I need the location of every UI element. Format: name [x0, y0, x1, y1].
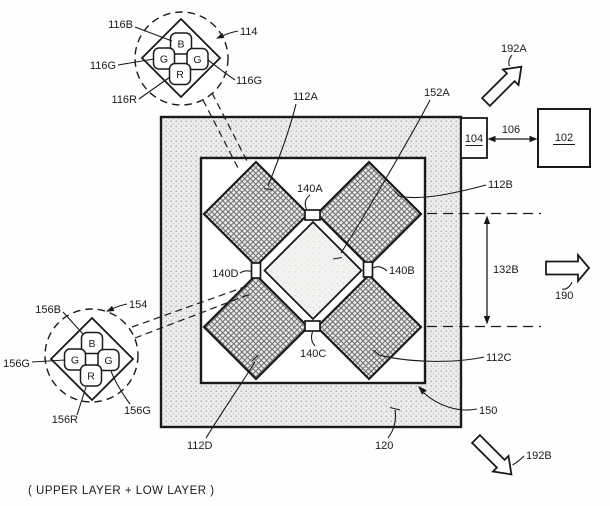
dimension-132b: 132B [427, 212, 541, 328]
label-192b: 192B [526, 450, 552, 462]
arrowhead-154-icon [106, 305, 115, 312]
callout-lower-link-line-1 [131, 284, 251, 328]
leader-190 [561, 281, 573, 290]
arrowhead-150-icon [418, 386, 427, 395]
leader-140b [373, 266, 388, 272]
connector-140a [304, 209, 321, 221]
letter-g-right-upper: G [193, 54, 201, 66]
callout-lower-154: B G G R 156B 156G 156G 156R 154 [3, 284, 254, 426]
label-112b: 112B [488, 179, 513, 191]
label-140c: 140C [300, 348, 326, 360]
subpixel-116g-right [186, 47, 209, 71]
subpixel-156b [80, 331, 104, 355]
callout-upper-diamond [140, 17, 222, 99]
leader-112c [373, 349, 485, 362]
figure-caption: ( UPPER LAYER + LOW LAYER ) [28, 485, 215, 497]
leader-152a [332, 99, 431, 260]
label-114: 114 [240, 26, 258, 38]
leader-156b [62, 311, 84, 335]
leader-112d [205, 354, 259, 439]
label-156b: 156B [35, 304, 61, 316]
label-156g-right: 156G [124, 405, 151, 417]
callout-upper-114: B G G R 116B 116G 116G 116R 114 [90, 11, 262, 169]
panel-labels: 112A 152A 112B 112C 112D 120 150 140A 14… [187, 87, 513, 452]
box-104 [460, 117, 488, 159]
label-106: 106 [502, 124, 520, 136]
block-arrow-ne-icon [480, 65, 523, 108]
letter-r-upper: R [176, 69, 184, 81]
leader-116g-right [207, 59, 236, 81]
leader-156g-left [31, 359, 66, 363]
callout-upper-link-line-1 [202, 99, 239, 169]
label-154: 154 [129, 299, 147, 311]
diamond-112d [202, 273, 310, 381]
connector-140c [304, 320, 321, 332]
label-156r: 156R [52, 414, 78, 426]
letter-b-upper: B [177, 38, 184, 50]
label-116g-right: 116G [236, 75, 262, 87]
callout-upper-link-line-2 [211, 92, 248, 162]
arrowhead-right-icon [529, 135, 538, 143]
letter-g-left-lower: G [71, 354, 79, 366]
subpixel-116r [168, 62, 192, 86]
connector-140d [250, 262, 262, 279]
diamond-112c [315, 273, 423, 381]
label-102: 102 [555, 132, 573, 144]
leader-156r [76, 386, 87, 416]
label-112a: 112A [293, 91, 319, 103]
letter-b-lower: B [88, 338, 95, 350]
label-152a: 152A [424, 87, 450, 99]
leader-112b [393, 184, 487, 199]
leader-140c [310, 331, 316, 347]
leader-112a [263, 103, 297, 191]
label-112c: 112C [486, 352, 512, 364]
leader-192a [508, 54, 513, 67]
label-140b: 140B [389, 265, 415, 277]
label-156g-left: 156G [3, 358, 30, 370]
block-arrow-se-icon [470, 433, 513, 476]
arrowhead-up-icon [483, 215, 491, 224]
label-116r: 116R [112, 94, 138, 106]
letter-g-right-lower: G [104, 355, 112, 367]
connector-140b [362, 261, 374, 278]
label-104: 104 [465, 133, 483, 145]
leader-116r [138, 76, 171, 100]
label-120: 120 [375, 440, 393, 452]
leader-192b [512, 455, 525, 466]
center-diamond-152a [263, 220, 363, 321]
block-arrow-east-icon [545, 252, 591, 284]
label-192a: 192A [501, 43, 527, 55]
leader-120 [387, 406, 401, 439]
subpixel-116b [169, 32, 193, 55]
system-block: 104 102 106 [465, 108, 591, 168]
label-132b: 132B [493, 264, 519, 276]
letter-r-lower: R [87, 370, 95, 382]
leader-140a [304, 194, 311, 210]
subpixel-116g-left [152, 47, 176, 70]
arrowhead-left-icon [487, 135, 496, 143]
label-140a: 140A [297, 183, 323, 195]
leader-140d [239, 270, 252, 274]
display-panel [159, 115, 488, 429]
callout-lower-link-line-2 [134, 292, 254, 339]
leader-156g-right [110, 370, 131, 405]
label-140d: 140D [212, 268, 238, 280]
subpixel-156r [79, 364, 103, 387]
arrowhead-down-icon [483, 316, 491, 325]
leader-116g-left [117, 58, 155, 66]
arrowhead-114-icon [216, 32, 225, 39]
label-190: 190 [555, 290, 573, 302]
box-102 [537, 108, 591, 168]
leader-116b [134, 26, 173, 42]
direction-arrows: 192A 190 192B [470, 43, 591, 476]
leader-150 [423, 392, 478, 411]
label-116g-left: 116G [90, 60, 116, 72]
subpixel-156g-right [97, 348, 120, 372]
label-150: 150 [479, 405, 497, 417]
letter-g-left-upper: G [160, 53, 168, 65]
label-112d: 112D [187, 440, 213, 452]
label-116b: 116B [108, 19, 133, 31]
callout-lower-diamond [49, 316, 135, 402]
